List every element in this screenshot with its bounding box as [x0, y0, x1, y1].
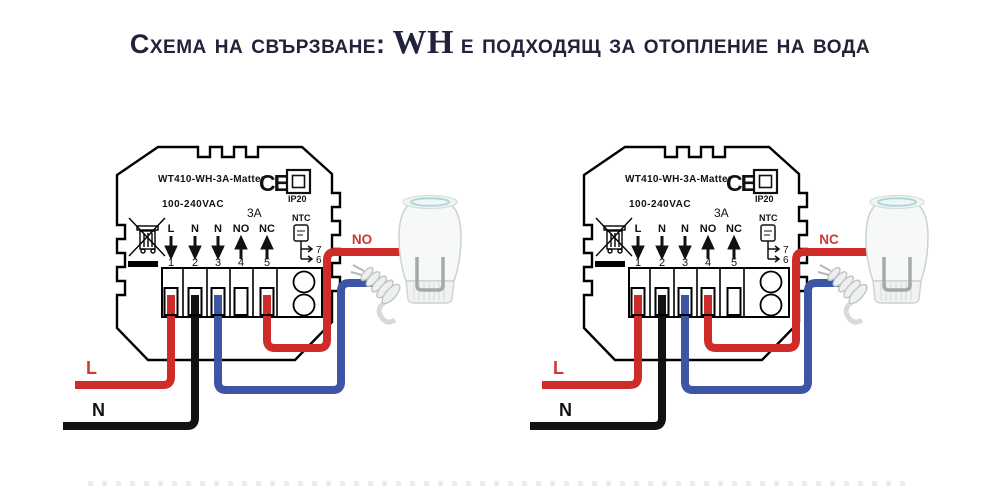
- fixing-hole: [759, 293, 783, 317]
- svg-text:2: 2: [659, 257, 665, 269]
- svg-text:N: N: [658, 223, 666, 235]
- actuator-prongs: [350, 264, 365, 276]
- actuator-nut: [360, 266, 401, 305]
- valve-neutral-wire: [681, 279, 847, 394]
- svg-text:5: 5: [731, 257, 737, 269]
- actuator-body: [398, 197, 462, 282]
- actuator-nut: [827, 266, 868, 305]
- terminal-numbers: 1 2 3 4 5: [168, 257, 270, 269]
- ntc-sensor-icon: [293, 224, 314, 263]
- title-prefix: Схема на свързване:: [129, 29, 386, 59]
- svg-text:NC: NC: [259, 223, 275, 235]
- live-wire: [75, 295, 175, 389]
- voltage-label: 100-240VAC: [162, 199, 224, 210]
- weee-bin-icon: [128, 217, 166, 257]
- diagram-heating-nc: WT410-WH-3A-Matter 100-240VAC CE IP20 3A…: [507, 85, 967, 465]
- svg-text:3: 3: [682, 257, 688, 269]
- svg-text:3: 3: [215, 257, 221, 269]
- svg-text:NO: NO: [700, 223, 717, 235]
- ntc-label: NTC: [292, 213, 311, 223]
- title-model-code: WH: [392, 24, 454, 61]
- svg-text:2: 2: [192, 257, 198, 269]
- dotted-divider: [88, 481, 912, 486]
- ntc-sensor-icon: [760, 224, 781, 263]
- model-label: WT410-WH-3A-Matter: [625, 174, 732, 185]
- svg-text:1: 1: [635, 257, 641, 269]
- weee-underline-bar: [595, 261, 625, 267]
- ce-mark: CE: [726, 170, 756, 196]
- actuator-clip: [415, 257, 445, 292]
- actuator-collar: [872, 280, 922, 304]
- terminal-labels: L N N NO NC: [168, 223, 275, 235]
- switched-live-wire: [704, 248, 871, 352]
- terminal-numbers: 1 2 3 4 5: [635, 257, 737, 269]
- fixing-hole: [759, 270, 783, 294]
- ip20-label: IP20: [755, 194, 774, 204]
- svg-text:L: L: [635, 223, 642, 235]
- voltage-label: 100-240VAC: [629, 199, 691, 210]
- sensor-pin-6: 6: [783, 255, 789, 266]
- svg-text:N: N: [191, 223, 199, 235]
- sensor-pin-7: 7: [316, 245, 322, 256]
- diagram-heating-no: WT410-WH-3A-Matter 100-240VAC CE IP20 3A…: [40, 85, 500, 465]
- svg-text:5: 5: [264, 257, 270, 269]
- actuator-valve: [817, 194, 929, 325]
- neutral-wire: [530, 295, 666, 430]
- amp-rating: 3A: [714, 206, 729, 220]
- terminal-arrows: [164, 234, 274, 261]
- actuator-cable: [376, 297, 397, 325]
- actuator-top-ring: [410, 197, 450, 207]
- terminal-labels: L N N NO NC: [635, 223, 742, 235]
- actuator-body: [865, 197, 929, 282]
- title-suffix: е подходящ за отоплениe на вода: [460, 29, 871, 59]
- terminal-slots: [630, 287, 742, 316]
- amp-rating: 3A: [247, 206, 262, 220]
- terminal-block: [161, 267, 323, 318]
- neutral-label: N: [92, 400, 105, 420]
- sensor-pin-7: 7: [783, 245, 789, 256]
- ip20-icon: [285, 168, 312, 195]
- actuator-valve: [350, 194, 462, 325]
- svg-text:1: 1: [168, 257, 174, 269]
- live-wire: [542, 295, 642, 389]
- ce-mark: CE: [259, 170, 289, 196]
- switched-live-wire: [263, 248, 404, 352]
- live-label: L: [553, 358, 564, 378]
- weee-underline-bar: [128, 261, 158, 267]
- actuator-collar: [405, 280, 455, 304]
- sensor-pin-6: 6: [316, 255, 322, 266]
- svg-text:4: 4: [705, 257, 711, 269]
- ip20-icon: [752, 168, 779, 195]
- svg-text:L: L: [168, 223, 175, 235]
- svg-text:4: 4: [238, 257, 244, 269]
- weee-bin-icon: [595, 217, 633, 257]
- valve-wire-label: NO: [352, 232, 372, 247]
- svg-text:NO: NO: [233, 223, 250, 235]
- live-label: L: [86, 358, 97, 378]
- terminal-slots: [163, 287, 275, 316]
- neutral-wire: [63, 295, 199, 430]
- fixing-hole: [292, 270, 316, 294]
- actuator-prongs: [817, 264, 832, 276]
- valve-neutral-wire: [214, 279, 380, 394]
- actuator-top-ring: [877, 197, 917, 207]
- svg-text:N: N: [681, 223, 689, 235]
- neutral-label: N: [559, 400, 572, 420]
- actuator-cable: [843, 297, 864, 325]
- svg-text:N: N: [214, 223, 222, 235]
- ip20-label: IP20: [288, 194, 307, 204]
- terminal-arrows: [631, 234, 741, 261]
- model-label: WT410-WH-3A-Matter: [158, 174, 265, 185]
- actuator-clip: [882, 257, 912, 292]
- fixing-hole: [292, 293, 316, 317]
- ntc-label: NTC: [759, 213, 778, 223]
- svg-text:NC: NC: [726, 223, 742, 235]
- actuator-collar-ribs: [880, 283, 912, 301]
- valve-wire-label: NC: [819, 232, 839, 247]
